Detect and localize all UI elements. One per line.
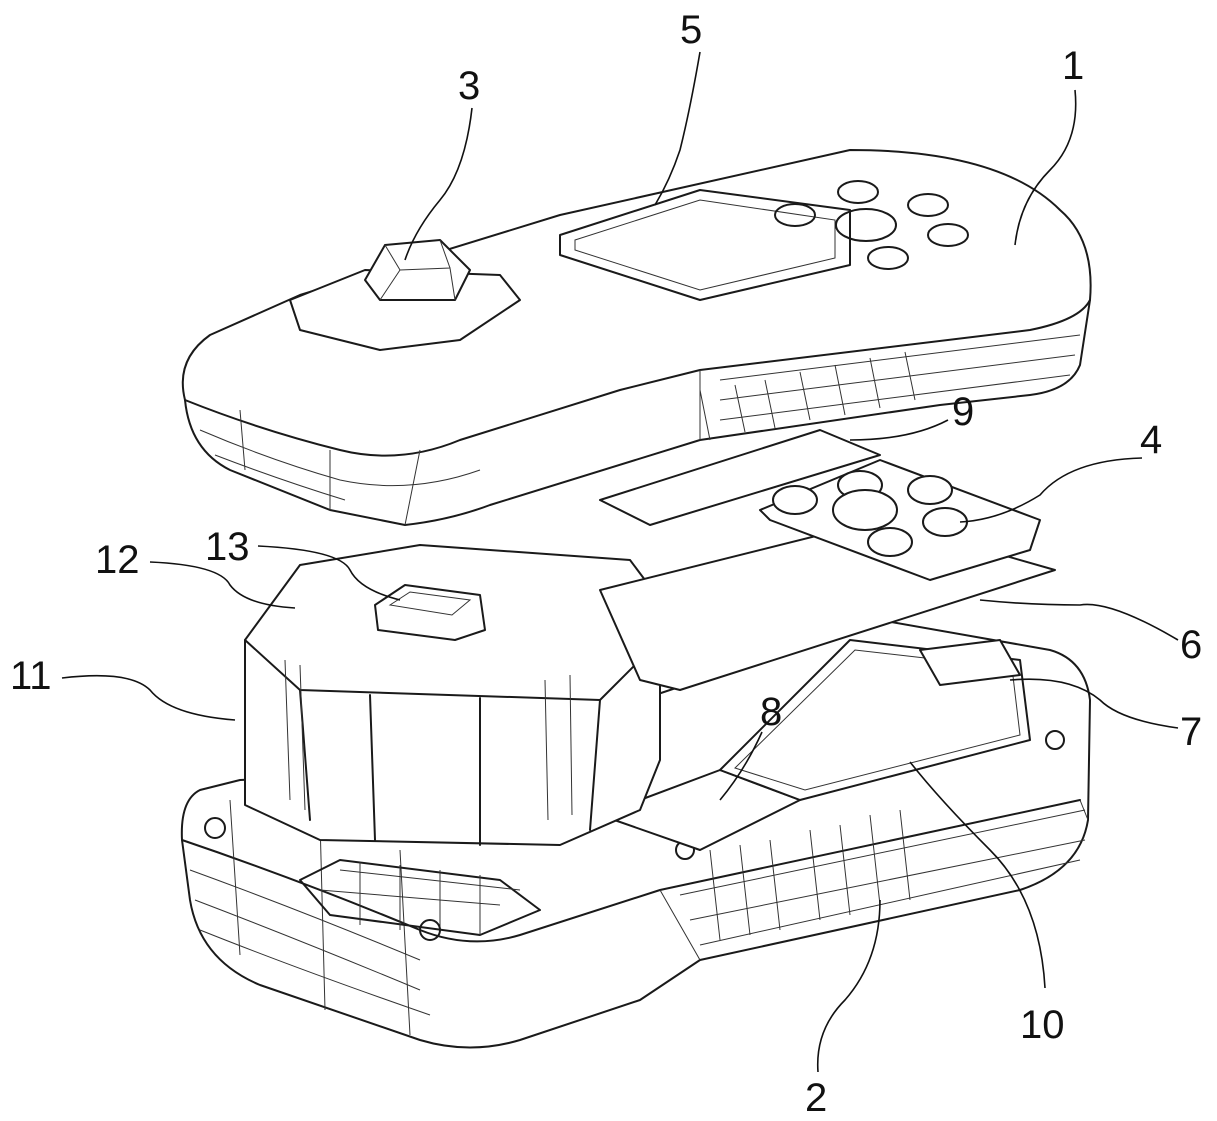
label-9: 9 xyxy=(952,390,975,434)
label-5: 5 xyxy=(680,8,703,52)
label-1: 1 xyxy=(1062,44,1085,88)
label-11: 11 xyxy=(10,654,52,698)
battery-box xyxy=(244,544,661,846)
display-window-5 xyxy=(559,189,851,301)
label-4: 4 xyxy=(1140,418,1163,462)
leader-lines xyxy=(61,51,1179,1073)
connector-13 xyxy=(374,584,486,641)
label-10: 10 xyxy=(1020,1003,1065,1047)
button-holes xyxy=(774,180,969,270)
label-13: 13 xyxy=(205,525,250,569)
label-3: 3 xyxy=(458,64,481,108)
top-grip-ribs xyxy=(699,351,916,441)
top-housing xyxy=(181,149,1092,526)
label-6: 6 xyxy=(1180,623,1203,667)
component-7 xyxy=(919,639,1021,686)
screw-hole xyxy=(419,919,441,941)
label-2: 2 xyxy=(805,1076,828,1120)
battery-compartment-grid xyxy=(299,859,541,936)
display-board-9 xyxy=(599,429,881,526)
keypad-4 xyxy=(759,459,1041,581)
label-8: 8 xyxy=(760,690,783,734)
bottom-grip-ribs xyxy=(709,809,911,941)
screw-hole xyxy=(204,817,226,839)
label-12: 12 xyxy=(95,538,140,582)
screw-hole xyxy=(1045,730,1065,750)
label-7: 7 xyxy=(1180,710,1203,754)
sensor-cap-3 xyxy=(289,239,521,351)
